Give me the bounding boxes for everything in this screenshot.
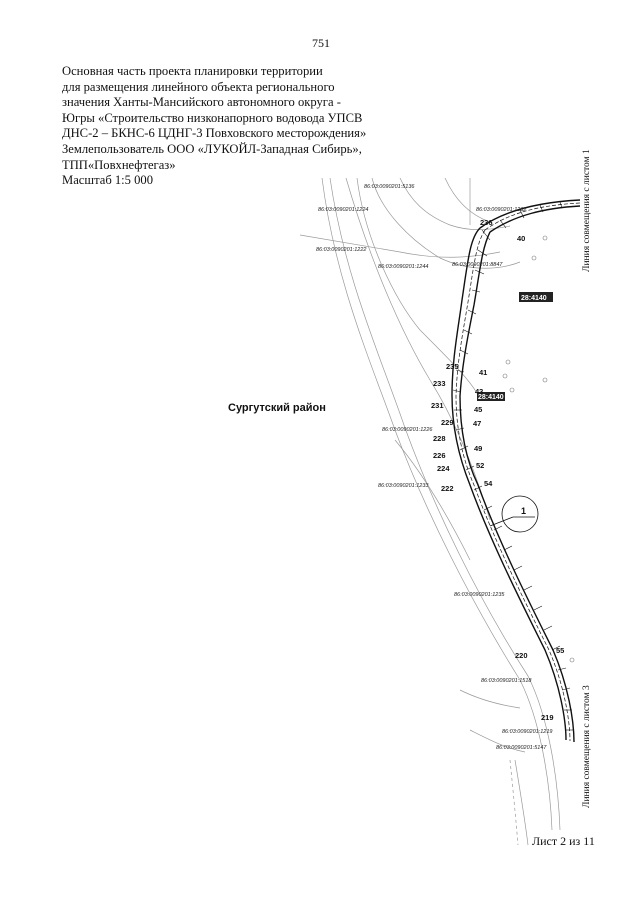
point-label: 47 [473,419,481,428]
cadastral-label: 86:03:0090201:5136 [364,184,415,190]
point-label: 222 [441,484,454,493]
point-label: 43 [475,387,483,396]
cadastral-labels: 86:03:0090201:5136 86:03:0090201:1224 86… [316,184,552,751]
pipeline-axis [455,202,581,742]
callout-number: 1 [521,506,526,516]
zone-label-1: 28:4140 [519,292,553,302]
point-label: 219 [541,713,554,722]
title-line: Землепользователь ООО «ЛУКОЙЛ-Западная С… [62,141,362,156]
background-roads [299,177,561,846]
cadastral-label: 86:03:0090201:1233 [378,483,429,489]
point-label: 40 [517,234,525,243]
title-line: Югры «Строительство низконапорного водов… [62,110,363,125]
map-objects [502,235,575,663]
pipeline-hatch [452,201,573,731]
corridor-left-edge [451,199,581,741]
point-label: 54 [484,479,493,488]
page-number: 751 [312,36,330,50]
title-line: для размещения линейного объекта региона… [62,79,335,94]
callout-1: 1 [489,495,539,533]
point-label: 226 [433,451,446,460]
cadastral-label: 86:03:0090201:1232 [476,207,526,213]
cadastral-label: 86:03:0090201:1222 [316,247,366,253]
title-block: Основная часть проекта планировки террит… [62,64,392,189]
point-label: 224 [437,464,450,473]
point-label: 45 [474,405,482,414]
cadastral-label: 86:03:0090201:1224 [318,207,368,213]
point-label: 220 [515,651,528,660]
point-labels: 236 40 41 235 233 43 231 45 229 47 228 4… [431,218,564,722]
cadastral-label: 86:03:0090201:1244 [378,264,428,270]
zone-label-2: 28:4140 [477,392,505,401]
point-label: 228 [433,434,446,443]
zone-label-text: 28:4140 [521,295,547,302]
point-label: 236 [480,218,493,227]
corridor-right-edge [459,205,581,743]
cadastral-label: 86:03:0090201:1235 [454,592,505,598]
title-line: ДНС-2 – БКНС-6 ЦДНГ-3 Повховского местор… [62,126,367,141]
cadastral-label: 86:03:0090201:5147 [496,745,547,751]
zone-label-text: 28:4140 [478,394,504,401]
point-label: 41 [479,368,487,377]
point-label: 229 [441,418,454,427]
sheet-footer: Лист 2 из 11 [532,834,595,848]
cadastral-label: 86:03:0090201:1518 [481,678,532,684]
point-label: 235 [446,362,459,371]
point-label: 55 [556,646,564,655]
pipeline-corridor [451,199,581,743]
cadastral-label: 86:03:0090201:1219 [502,729,552,735]
title-line: Основная часть проекта планировки террит… [62,64,323,78]
point-label: 52 [476,461,484,470]
scale-label: Масштаб 1:5 000 [62,173,154,188]
point-label: 231 [431,401,444,410]
cadastral-label: 86:03:0090201:1226 [382,427,433,433]
point-label: 233 [433,379,446,388]
match-line-bottom-label: Линия совмещения с листом 3 [582,685,592,808]
district-label: Сургутский район [228,402,326,414]
point-label: 49 [474,444,482,453]
title-line: значения Ханты-Мансийского автономного о… [62,95,341,110]
cadastral-label: 86:03:0090201:8847 [452,262,503,268]
title-line: ТПП«Повхнефтегаз» [62,157,176,172]
match-line-top-label: Линия совмещения с листом 1 [582,149,592,272]
